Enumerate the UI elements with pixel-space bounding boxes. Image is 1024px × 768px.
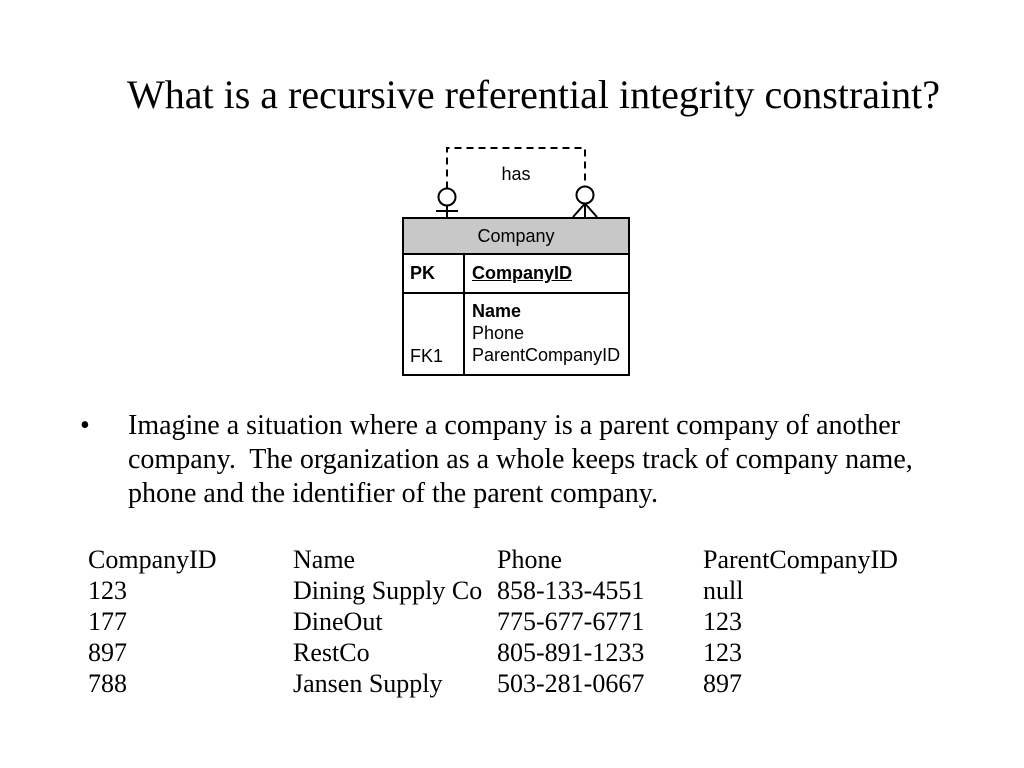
recursive-relationship-connector — [436, 147, 598, 218]
entity-attributes-row: FK1 Name Phone ParentCompanyID — [404, 294, 628, 374]
column-header-phone: Phone — [497, 545, 562, 574]
table-cell: 858-133-4551 — [497, 576, 645, 605]
table-cell: 788 — [88, 669, 127, 698]
column-header-companyid: CompanyID — [88, 545, 217, 574]
bullet-text: Imagine a situation where a company is a… — [128, 410, 920, 509]
zero-or-one-cardinality-icon — [436, 187, 458, 217]
zero-or-many-cardinality-icon — [572, 185, 598, 218]
column-header-name: Name — [293, 545, 356, 574]
attribute-phone: Phone — [472, 323, 525, 343]
table-cell: DineOut — [293, 607, 383, 636]
table-cell: Dining Supply Co — [293, 576, 483, 605]
relationship-loop-line — [446, 147, 586, 189]
table-cell: 897 — [703, 669, 742, 698]
entity-name: Company — [404, 219, 628, 255]
pk-attribute: CompanyID — [472, 263, 573, 283]
bullet-marker: • — [80, 410, 90, 441]
fk-tag: FK1 — [404, 294, 465, 374]
table-cell: Jansen Supply — [293, 669, 443, 698]
relationship-label: has — [501, 164, 531, 184]
table-cell: 775-677-6771 — [497, 607, 645, 636]
table-cell: 503-281-0667 — [497, 669, 645, 698]
table-cell: 805-891-1233 — [497, 638, 645, 667]
table-cell: 123 — [88, 576, 127, 605]
table-cell: null — [703, 576, 744, 605]
table-cell: 177 — [88, 607, 127, 636]
bullet-point: • Imagine a situation where a company is… — [80, 409, 928, 511]
attribute-parent-company-id: ParentCompanyID — [472, 345, 621, 365]
entity-company: Company PK CompanyID FK1 Name Phone Pare… — [402, 217, 630, 376]
pk-tag: PK — [404, 255, 465, 292]
entity-pk-row: PK CompanyID — [404, 255, 628, 294]
entity-attribute-list: Name Phone ParentCompanyID — [465, 294, 620, 374]
table-cell: 897 — [88, 638, 127, 667]
sample-data-table: CompanyID Name Phone ParentCompanyID 123… — [88, 544, 898, 699]
table-cell: RestCo — [293, 638, 370, 667]
table-cell: 123 — [703, 638, 742, 667]
table-cell: 123 — [703, 607, 742, 636]
attribute-name: Name — [472, 301, 522, 321]
slide-title: What is a recursive referential integrit… — [127, 72, 940, 117]
column-header-parentcompanyid: ParentCompanyID — [703, 545, 898, 574]
